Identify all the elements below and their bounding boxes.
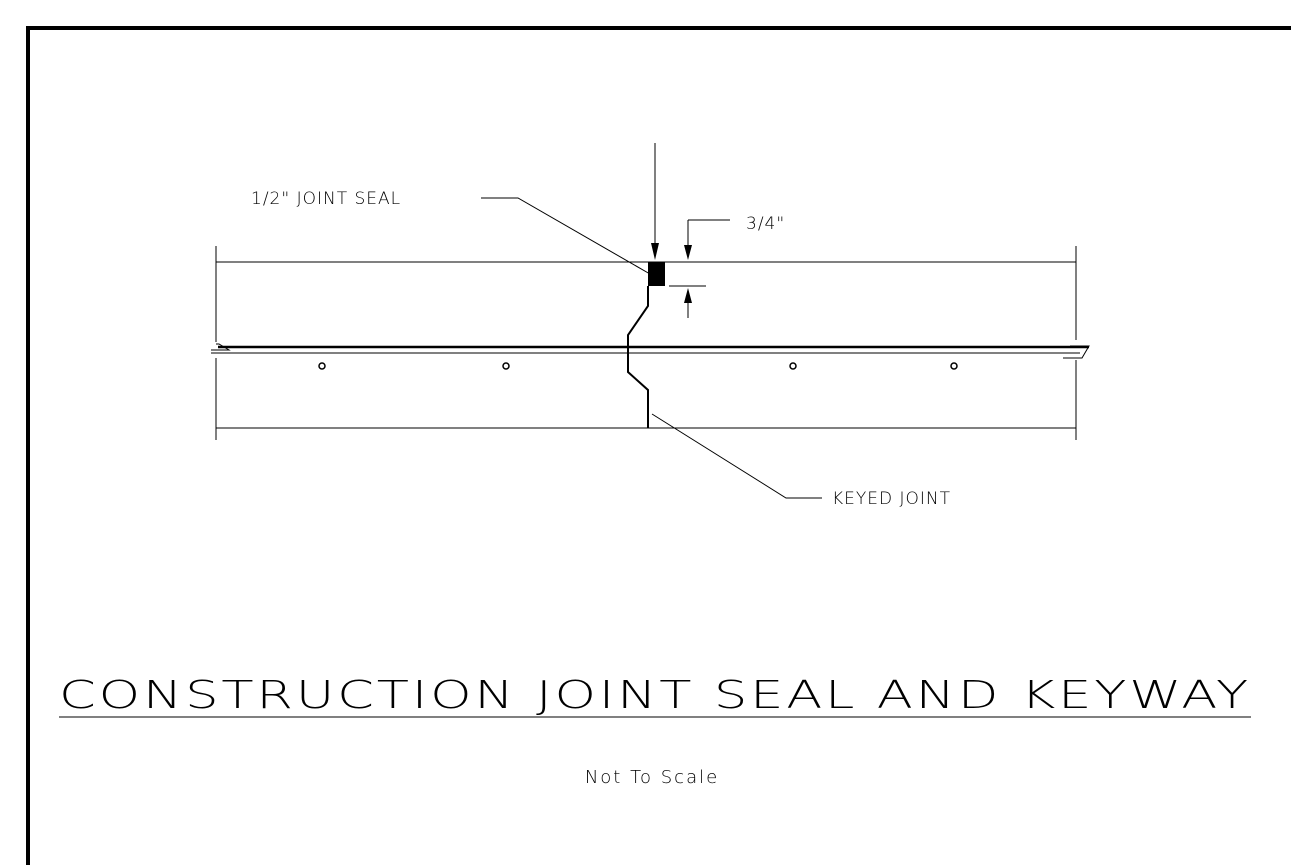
slab [211,246,1090,440]
rebar-dot [502,362,510,370]
scale-note: Not To Scale [585,767,719,788]
dimension-label: 3/4" [746,214,785,234]
seal-arrow [651,143,659,260]
rebar-dot [950,362,958,370]
rebar-dot [318,362,326,370]
joint-seal-leader [481,197,651,275]
keyed-joint-label: KEYED JOINT [832,489,951,509]
sheet-border [26,26,1291,865]
keyed-joint-line [627,286,649,428]
joint-seal-block [648,262,665,286]
dimension-3-4 [669,219,730,318]
joint-seal-label: 1/2" JOINT SEAL [251,189,401,209]
dimension-arrow-top [684,245,692,260]
rebar-dots [318,362,958,370]
keyed-joint-leader [651,413,822,499]
dimension-arrow-bottom [684,288,692,303]
drawing-title: CONSTRUCTION JOINT SEAL AND KEYWAY [59,673,1251,717]
seal-arrow-head [651,243,659,260]
rebar-dot [789,362,797,370]
